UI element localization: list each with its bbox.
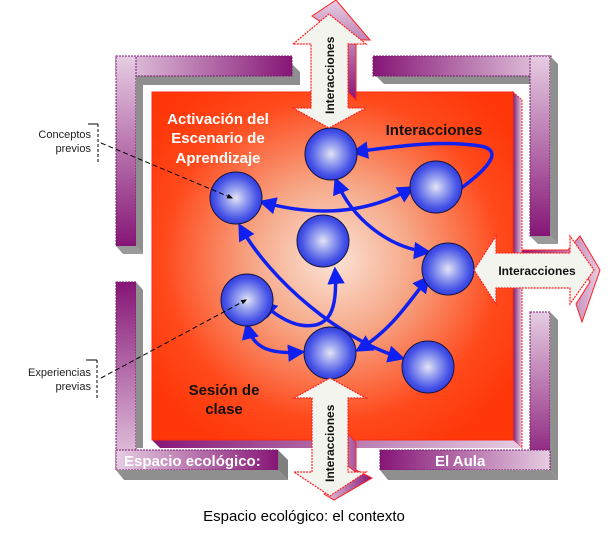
node-right [421,242,475,296]
bottom-arrow-label: Interacciones [323,404,337,482]
session-label-line-1: Sesión de [189,382,260,399]
arrow-left-lower-to-bottom [241,321,306,362]
frame-top-left [115,55,300,254]
interactions-label: Interacciones [386,122,483,139]
heading-line-1: Activación del [167,111,269,128]
frame-bottom-left: Espacio ecológico: [115,281,288,480]
node-left-lower [220,273,274,327]
frame-top-right [372,55,558,244]
heading-line-3: Aprendizaje [175,150,260,167]
top-interactions-arrow: Interacciones [290,0,372,129]
diagram-title: Espacio ecológico: el contexto [203,508,405,525]
experiences-line-1: Experiencias [28,367,91,379]
node-bottom-right [401,340,455,394]
heading-line-2: Escenario de [171,130,264,147]
outer-frame: Espacio ecológico: El Aula [115,55,558,480]
node-center [296,214,350,268]
node-top [304,127,358,181]
concepts-line-1: Conceptos [38,129,91,141]
classroom-heading: Activación del Escenario de Aprendizaje [167,111,269,167]
concepts-line-2: previos [56,143,92,155]
interaction-arrows [238,141,494,363]
right-arrow-label: Interacciones [498,264,576,278]
arrow-bottom-to-right [354,275,431,352]
frame-left-label: Espacio ecológico: [124,453,261,470]
annotation-concepts: Conceptos previos [38,123,234,199]
arrow-loop-to-top [350,141,494,204]
right-interactions-arrow: Interacciones [473,233,601,324]
annotation-experiences: Experiencias previas [28,299,248,398]
node-left-upper [209,171,263,225]
session-label-line-2: clase [205,401,243,418]
experiences-line-2: previas [56,381,92,393]
frame-bottom-right: El Aula [379,311,558,480]
nodes [209,127,475,394]
node-upper-right [409,160,463,214]
node-bottom [303,326,357,380]
top-arrow-label: Interacciones [323,36,337,114]
frame-right-label: El Aula [435,453,486,470]
bottom-interactions-arrow: Interacciones [291,377,374,501]
